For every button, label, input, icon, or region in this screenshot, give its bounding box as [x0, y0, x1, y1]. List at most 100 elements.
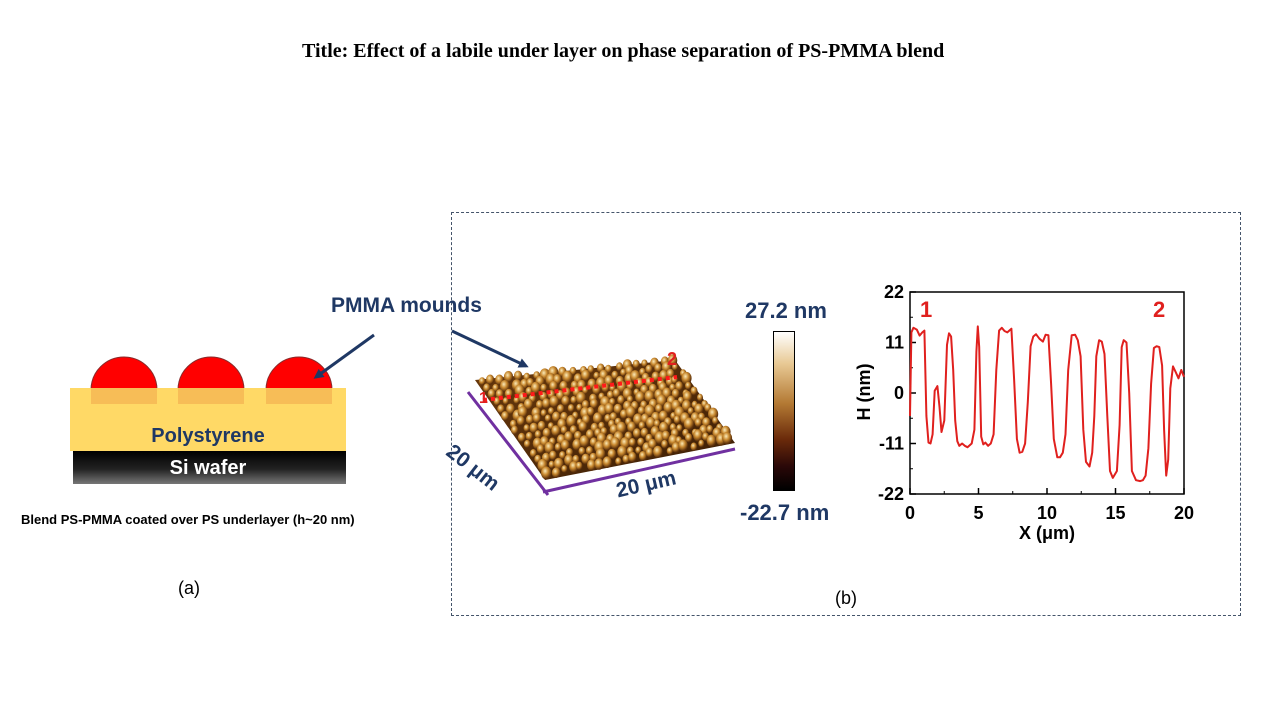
afm-mound: [486, 374, 495, 385]
afm-mound: [542, 398, 551, 409]
profile-marker-1: 1: [920, 297, 932, 322]
afm-mound: [551, 467, 561, 478]
plot-frame: [909, 291, 1185, 495]
afm-mound: [673, 415, 681, 424]
pmma-mound-2: [177, 356, 245, 391]
panel-b-label: (b): [835, 588, 857, 608]
afm-mound: [653, 419, 661, 428]
afm-mound: [523, 424, 530, 432]
afm-mound: [556, 404, 565, 414]
afm-x-axis-line: [542, 447, 736, 494]
afm-mound: [632, 428, 641, 439]
si-wafer-label: Si wafer: [170, 457, 247, 479]
afm-mound: [587, 459, 596, 471]
afm-mound: [638, 451, 647, 461]
afm-mound: [523, 398, 533, 410]
afm-mound: [506, 403, 515, 415]
panel-a-schematic: Polystyrene Si wafer: [70, 356, 346, 484]
afm-mound: [493, 397, 501, 406]
afm-mound: [615, 457, 622, 466]
afm-mound: [635, 391, 645, 404]
afm-mound: [602, 456, 612, 468]
afm-mound: [693, 429, 703, 442]
afm-mound: [617, 445, 628, 458]
afm-mound: [683, 417, 694, 431]
afm-mound: [581, 369, 591, 382]
afm-mound: [609, 412, 618, 422]
afm-mound: [666, 447, 674, 455]
afm-mound: [514, 370, 523, 381]
afm-mound: [541, 466, 552, 480]
afm-mound: [501, 411, 510, 421]
afm-mound: [540, 383, 548, 393]
afm-mound: [675, 381, 684, 392]
afm-mound: [694, 403, 704, 415]
afm-mound: [564, 431, 573, 443]
afm-mound: [672, 363, 678, 371]
afm-mound: [483, 383, 491, 393]
afm-mound: [540, 409, 547, 417]
si-wafer-layer: [73, 451, 346, 484]
afm-mound: [534, 430, 542, 439]
afm-mound: [617, 395, 625, 405]
x-tick-label: 0: [905, 503, 915, 523]
afm-scan-line: [482, 375, 678, 402]
afm-mound: [604, 402, 614, 415]
afm-mound: [553, 457, 564, 470]
afm-mound: [581, 453, 590, 465]
afm-mound: [542, 427, 551, 439]
afm-mound: [646, 416, 656, 429]
afm-mound: [581, 400, 590, 410]
afm-mound: [516, 415, 525, 426]
afm-mound: [676, 424, 683, 432]
afm-mound: [478, 377, 486, 386]
afm-mound: [641, 359, 648, 368]
afm-mound: [595, 447, 606, 461]
afm-mound: [694, 418, 702, 428]
afm-mound: [706, 434, 717, 447]
y-tick-label: 0: [894, 383, 904, 403]
afm-mound: [511, 425, 519, 435]
afm-mound: [661, 439, 668, 449]
afm-mound: [578, 421, 588, 432]
afm-mound: [594, 458, 604, 470]
afm-y-axis-line: [466, 391, 550, 496]
y-axis-title: H (nm): [854, 364, 874, 421]
afm-mound: [687, 407, 694, 415]
afm-mound: [592, 412, 603, 425]
afm-mound: [655, 403, 663, 414]
panel-b-frame: [451, 212, 1241, 616]
afm-mound: [517, 406, 528, 419]
afm-mound: [537, 420, 546, 432]
afm-mound: [602, 439, 612, 451]
afm-mound: [697, 393, 703, 402]
pmma-mound-1: [90, 356, 158, 391]
afm-mound: [544, 414, 551, 423]
colorbar-min-label: -22.7 nm: [740, 500, 830, 525]
afm-mound: [529, 422, 539, 434]
afm-mound: [645, 447, 654, 458]
mound-base-1: [91, 388, 157, 404]
afm-mound: [497, 404, 505, 414]
afm-mound: [554, 443, 562, 452]
afm-mound: [529, 449, 537, 458]
afm-mound: [659, 421, 669, 434]
afm-mound: [567, 404, 575, 413]
afm-mound: [572, 438, 582, 451]
x-tick-label: 5: [973, 503, 983, 523]
panel-a-caption: Blend PS-PMMA coated over PS underlayer …: [21, 512, 355, 527]
afm-mound: [627, 421, 636, 433]
afm-mound: [648, 438, 657, 450]
afm-mound: [566, 415, 577, 428]
afm-mound: [525, 431, 533, 441]
afm-mound: [561, 395, 570, 407]
afm-mound: [690, 442, 698, 451]
afm-mound: [661, 430, 670, 441]
afm-mound: [593, 371, 600, 380]
afm-mound: [574, 431, 582, 441]
height-profile-line: [909, 325, 1185, 483]
afm-mound: [681, 371, 692, 385]
afm-mound: [678, 439, 688, 452]
afm-mound: [513, 396, 520, 404]
afm-mound: [620, 368, 627, 377]
